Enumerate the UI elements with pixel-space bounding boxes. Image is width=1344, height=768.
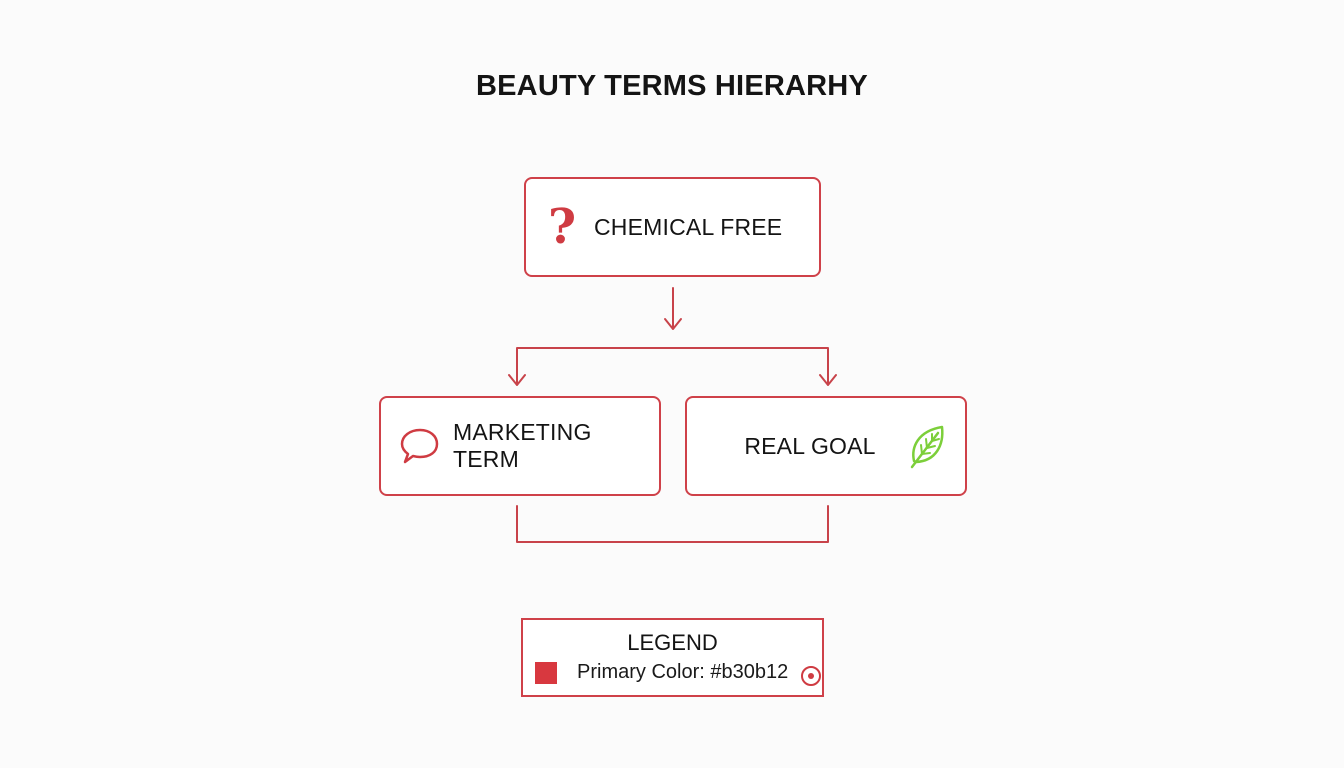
leaf-icon <box>908 423 946 469</box>
color-swatch-icon <box>535 662 557 684</box>
legend: LEGEND Primary Color: #b30b12 <box>521 618 824 697</box>
node-label-chemical-free: CHEMICAL FREE <box>594 213 783 240</box>
speech-bubble-icon <box>399 426 441 466</box>
legend-primary-color: Primary Color: #b30b12 <box>577 661 789 683</box>
node-chemical-free: ? CHEMICAL FREE <box>524 177 821 277</box>
question-mark-icon: ? <box>547 199 577 255</box>
target-icon <box>801 666 821 686</box>
node-real-goal: REAL GOAL <box>685 396 967 496</box>
node-label-real-goal: REAL GOAL <box>744 432 876 459</box>
diagram-title: BEAUTY TERMS HIERARHY <box>476 70 868 102</box>
legend-title: LEGEND <box>627 630 718 655</box>
node-label-marketing-term: MARKETING TERM <box>453 419 592 472</box>
node-marketing-term: MARKETING TERM <box>379 396 661 496</box>
